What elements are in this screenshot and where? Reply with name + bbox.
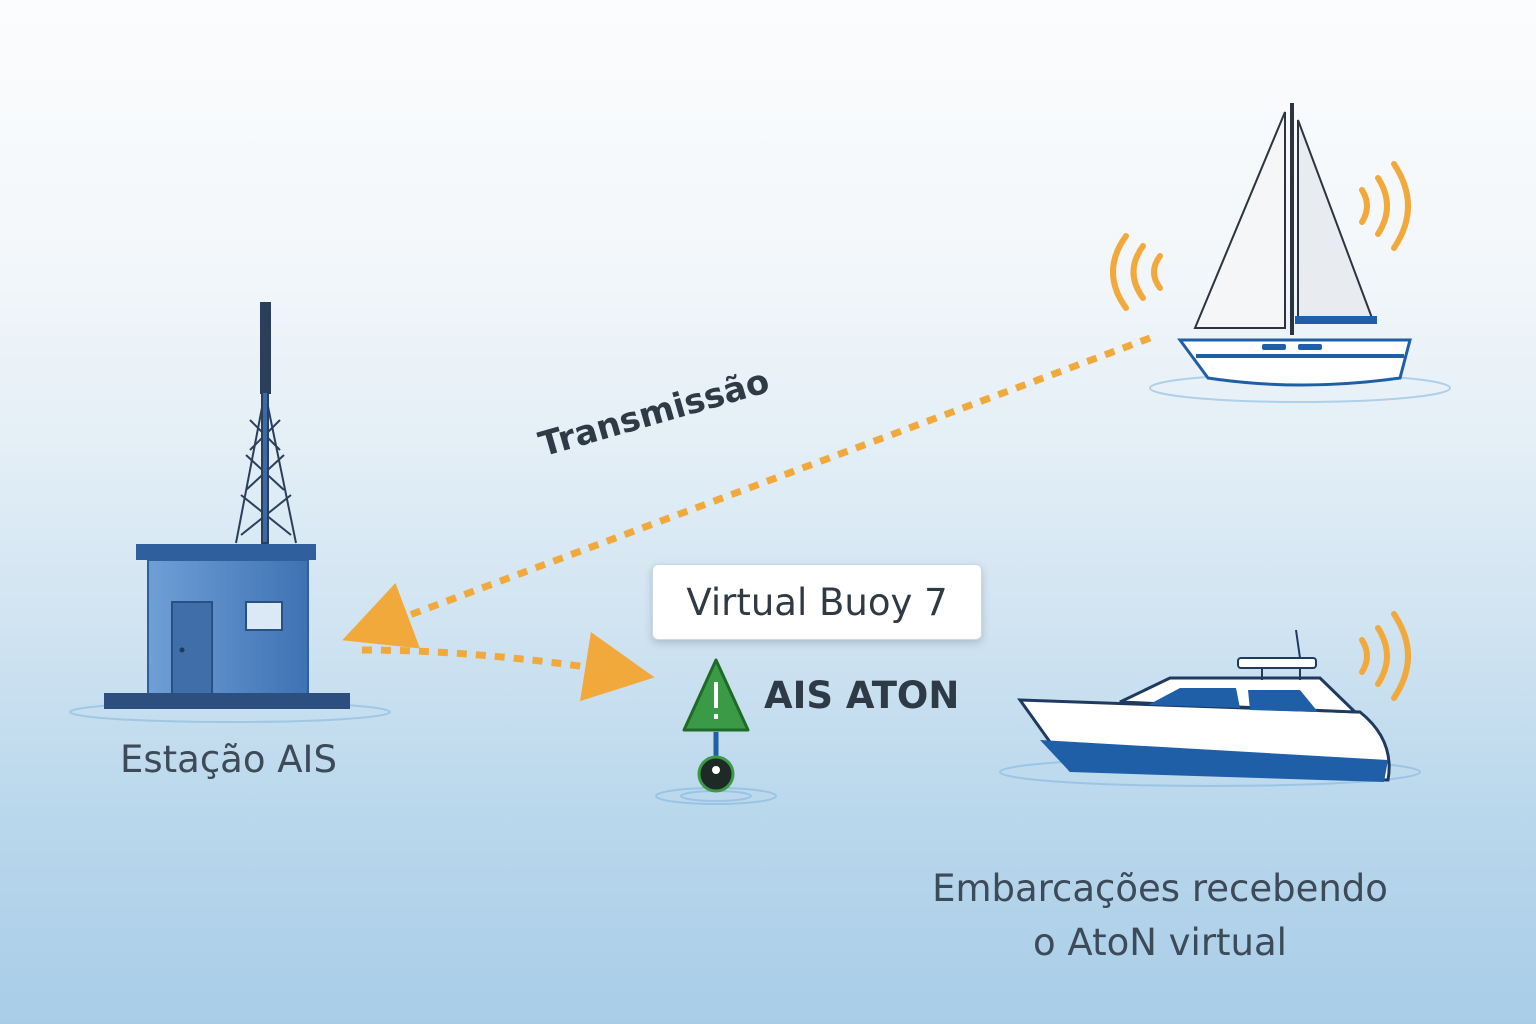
station-to-buoy-arrow — [362, 650, 620, 672]
antenna-tower-icon — [236, 303, 296, 543]
vessels-label-line2: o AtoN virtual — [905, 916, 1415, 970]
ais-station-building-icon — [104, 544, 350, 709]
buoy-name-text: Virtual Buoy 7 — [686, 581, 947, 624]
vessels-label-line1: Embarcações recebendo — [905, 862, 1415, 916]
vessels-label: Embarcações recebendo o AtoN virtual — [905, 862, 1415, 970]
station-label: Estação AIS — [120, 738, 337, 781]
aton-label: AIS ATON — [764, 674, 959, 717]
motor-yacht-icon — [1020, 630, 1389, 782]
warning-triangle-buoy-icon — [684, 660, 748, 791]
buoy-name-label: Virtual Buoy 7 — [652, 564, 982, 640]
sailboat-icon — [1180, 103, 1410, 385]
